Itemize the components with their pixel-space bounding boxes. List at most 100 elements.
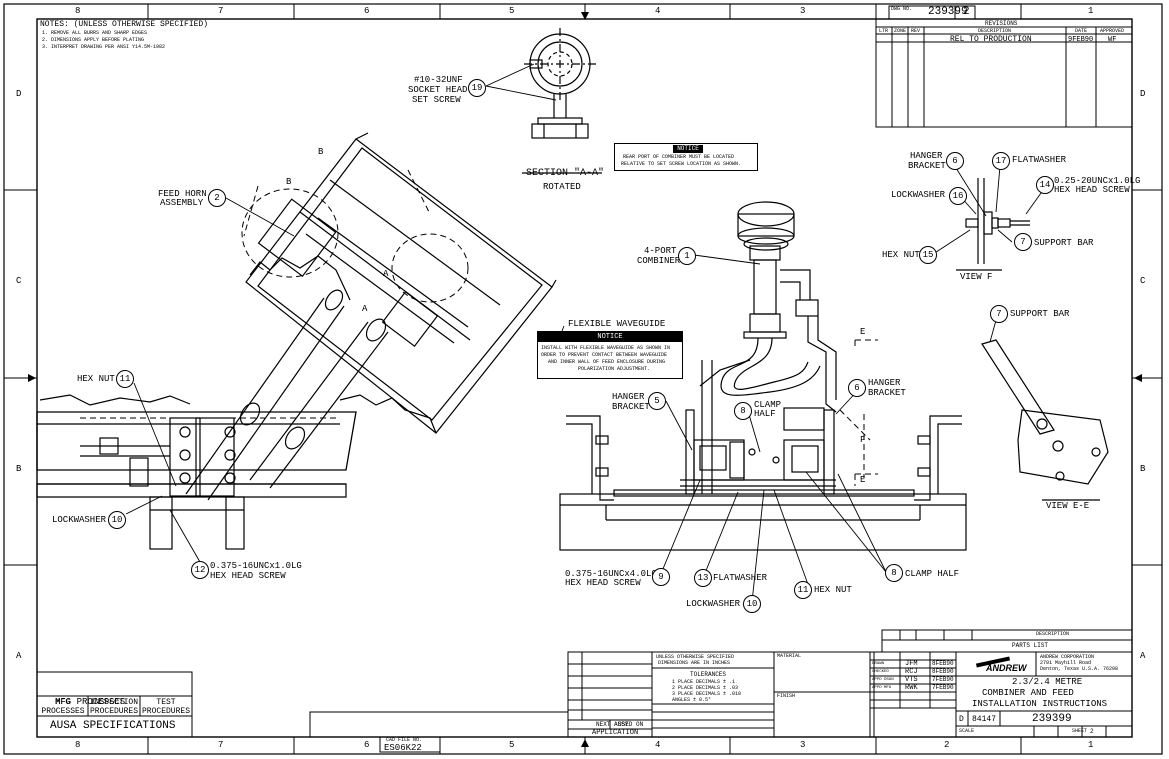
zone-bottom-7: 7 — [218, 740, 224, 750]
notice-2-box: NOTICE INSTALL WITH FLEXIBLE WAVEGUIDE A… — [537, 331, 683, 379]
screw-bottom-label-2: HEX HEAD SCREW — [565, 578, 641, 588]
rev-h-description: DESCRIPTION — [978, 28, 1012, 34]
revisions-title: REVISIONS — [985, 20, 1018, 27]
ausa-specifications: AUSA SPECIFICATIONS — [50, 720, 176, 732]
zone-top-7: 7 — [218, 6, 224, 16]
company-logo: ANDREW — [986, 663, 1027, 673]
label-b-view: B — [286, 177, 292, 187]
company-sub-3: Denton, Texas U.S.A. 76208 — [1040, 666, 1119, 672]
flex-waveguide-label: FLEXIBLE WAVEGUIDE — [568, 319, 666, 329]
size-value: D — [959, 715, 964, 724]
label-e2: E — [860, 475, 866, 485]
rev-h-ltr: LTR — [879, 28, 889, 34]
signoff-name-1: JFM — [905, 660, 918, 668]
balloon-12: 12 — [191, 561, 209, 579]
application: APPLICATION — [592, 729, 639, 737]
set-screw-label-2: SOCKET HEAD — [408, 85, 468, 95]
fscm-value: 84147 — [972, 715, 997, 724]
zone-right-d: D — [1140, 89, 1146, 99]
balloon-19: 19 — [468, 79, 486, 97]
signoff-date-1: 8FEB90 — [932, 660, 954, 667]
vf-hanger-label-1: HANGER — [910, 151, 943, 161]
feed-horn-label-1: FEED HORN — [158, 189, 207, 199]
clamp-half-top-label-2: HALF — [754, 409, 776, 419]
zone-bottom-6: 6 — [364, 740, 370, 750]
zone-bottom-3: 3 — [800, 740, 806, 750]
label-a2: A — [362, 304, 368, 314]
sheet-value: 2 — [1090, 728, 1094, 735]
set-screw-label-3: SET SCREW — [412, 95, 461, 105]
clamp-half-top-label-1: CLAMP — [754, 400, 782, 410]
balloon-10-bottom: 10 — [743, 595, 761, 613]
proc-test: TEST PROCEDURES — [141, 698, 190, 716]
notice-2-line-3: AND INNER WALL OF FEED ENCLOSURE DURING — [548, 359, 666, 365]
zone-left-a: A — [16, 651, 22, 661]
zone-bottom-1: 1 — [1088, 740, 1094, 750]
signoff-name-4: RWK — [905, 684, 918, 692]
combiner-label-2: COMBINER — [637, 256, 681, 266]
cad-file-value: ES06K22 — [384, 743, 422, 753]
balloon-11-left: 11 — [116, 370, 134, 388]
notes-title: NOTES: (UNLESS OTHERWISE SPECIFIED) — [40, 20, 209, 29]
balloon-2: 2 — [208, 189, 226, 207]
signoff-role-3: APPD DSGN — [872, 678, 894, 682]
notice-2-line-2: ORDER TO PREVENT CONTACT BETWEEN WAVEGUI… — [541, 352, 668, 358]
zone-left-b: B — [16, 464, 22, 474]
signoff-role-1: DRAWN — [872, 662, 885, 666]
dwg-number-top: 239399 — [928, 6, 968, 18]
vf-balloon-15: 15 — [919, 246, 937, 264]
scale-label: SCALE — [959, 728, 975, 734]
zone-bottom-2: 2 — [944, 740, 950, 750]
rev-h-approved: APPROVED — [1100, 28, 1125, 34]
zone-bottom-5: 5 — [509, 740, 515, 750]
rev-approved: WF — [1108, 36, 1117, 44]
lockwasher-bottom-label: LOCKWASHER — [686, 599, 741, 609]
title-line-2: COMBINER AND FEED — [982, 688, 1074, 698]
tol-heading: TOLERANCES — [690, 671, 727, 678]
zone-top-5: 5 — [509, 6, 515, 16]
set-screw-label-1: #10-32UNF — [414, 75, 463, 85]
notice-2-line-4: POLARIZATION ADJUSTMENT. — [578, 366, 651, 372]
balloon-8-bottom: 8 — [885, 564, 903, 582]
view-f-label: VIEW F — [960, 272, 993, 282]
clamp-half-bottom-label: CLAMP HALF — [905, 569, 960, 579]
hex-nut-left-label: HEX NUT — [77, 374, 115, 384]
notice-2-title: NOTICE — [538, 332, 682, 342]
label-b: B — [318, 147, 324, 157]
tol-title: UNLESS OTHERWISE SPECIFIED — [656, 654, 735, 660]
zone-left-d: D — [16, 89, 22, 99]
rev-date: 9FEB90 — [1068, 36, 1094, 44]
dwg-number-bottom: 239399 — [1032, 713, 1072, 725]
balloon-1: 1 — [678, 247, 696, 265]
zone-right-c: C — [1140, 276, 1146, 286]
rev-h-rev: REV — [911, 28, 921, 34]
balloon-9: 9 — [652, 568, 670, 586]
zone-top-4: 4 — [655, 6, 661, 16]
notice-2-line-1: INSTALL WITH FLEXIBLE WAVEGUIDE AS SHOWN… — [541, 345, 671, 351]
flatwasher-bottom-label: FLATWASHER — [713, 573, 768, 583]
balloon-11-bottom: 11 — [794, 581, 812, 599]
tol-sub: DIMENSIONS ARE IN INCHES — [658, 660, 731, 666]
mfg-label-1: MFG PROCESSES — [55, 697, 126, 707]
ve-balloon-7: 7 — [990, 305, 1008, 323]
hanger-right-label-1: HANGER — [868, 378, 901, 388]
vf-balloon-14: 14 — [1036, 176, 1054, 194]
title-line-1: 2.3/2.4 METRE — [1012, 677, 1083, 687]
sheet-label: SHEET — [1072, 728, 1088, 734]
zone-top-6: 6 — [364, 6, 370, 16]
label-f: F — [860, 435, 866, 445]
hanger-right-label-2: BRACKET — [868, 388, 906, 398]
dwg-no-label: DWG NO. — [891, 6, 913, 12]
vf-support-label: SUPPORT BAR — [1034, 238, 1094, 248]
label-a1: A — [383, 269, 389, 279]
vf-screw-label-2: HEX HEAD SCREW — [1054, 185, 1130, 195]
vf-balloon-7: 7 — [1014, 233, 1032, 251]
zone-right-b: B — [1140, 464, 1146, 474]
material-label: MATERIAL — [777, 653, 802, 659]
signoff-date-3: 7FEB90 — [932, 676, 954, 683]
vf-balloon-17: 17 — [992, 152, 1010, 170]
zone-top-8: 8 — [75, 6, 81, 16]
vf-balloon-6: 6 — [946, 152, 964, 170]
proc-mfg: MFG PROCESSES — [41, 698, 85, 716]
